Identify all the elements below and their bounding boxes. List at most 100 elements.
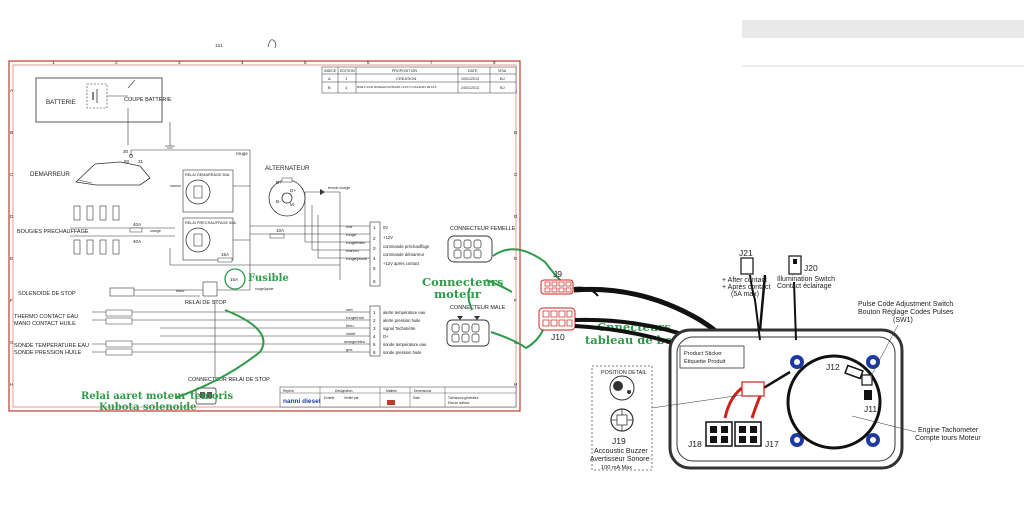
relai-stop-label: RELAI DE STOP [185, 300, 227, 306]
svg-text:6: 6 [373, 279, 376, 284]
svg-text:rouge/bleu: rouge/bleu [346, 240, 365, 245]
tb-h-repere: Repère [283, 389, 294, 393]
j21-text-2: + Après contact [722, 284, 771, 291]
sticker-label-1: Product Sticker [684, 351, 722, 357]
tb-f-surface: Etat de surface [448, 401, 470, 405]
j9-connector: J9 [540, 269, 574, 295]
rev-h-edition: EDITION [340, 69, 355, 73]
svg-text:noir: noir [346, 224, 353, 229]
svg-text:sonde température eau: sonde température eau [383, 342, 427, 347]
tb-f-tolerances: Tolérances générales [448, 396, 479, 400]
row-f-right: F [514, 298, 517, 303]
rev-a-indice: A [328, 76, 331, 81]
terminal-block-top: 1 noir 0V 2 rouge +12V 3 rouge/bleu comm… [346, 221, 430, 287]
fuse-40a-1: 40A [133, 222, 142, 227]
svg-text:5: 5 [373, 266, 376, 271]
bougies-label: BOUGIES PRECHAUFFAGE [17, 229, 89, 235]
rev-a-proposition: CREATION [396, 76, 416, 81]
svg-text:D+: D+ [383, 334, 389, 339]
column-numbers: 1 2 3 4 5 6 7 8 [52, 60, 496, 65]
mounting-holes [790, 355, 880, 447]
svg-text:1: 1 [373, 225, 376, 230]
svg-text:0V: 0V [383, 225, 388, 230]
row-f: F [10, 298, 13, 303]
sticker-label-2: Étiquette Produit [684, 358, 726, 365]
j20-text-1: Illumination Switch [777, 276, 835, 283]
rev-b-indice: B [328, 85, 331, 90]
top-mark [267, 39, 277, 49]
pulse-text-1: Pulse Code Adjustment Switch [858, 301, 953, 308]
pulse-text-3: (SW1) [893, 317, 913, 324]
j11-block [864, 390, 872, 400]
pulse-switch-callout: Pulse Code Adjustment Switch Bouton Régl… [858, 301, 954, 379]
j21-text-3: (5A max) [731, 291, 759, 298]
rev-a-visa: BJ [500, 76, 505, 81]
thermo-label-2: MANO CONTACT HUILE [14, 321, 76, 327]
brand-logo: nanni diesel [283, 398, 321, 405]
svg-text:3: 3 [373, 326, 376, 331]
stop-relay-connector: CONNECTEUR RELAI DE STOP [188, 377, 270, 405]
col-4: 4 [241, 60, 244, 65]
col-3: 3 [178, 60, 181, 65]
svg-text:vert: vert [346, 307, 354, 312]
svg-text:4: 4 [373, 256, 376, 261]
top-sheet-code: 121 [215, 43, 223, 48]
connecteurs-tableau-annotation-2: tableau de bord [585, 333, 686, 347]
tb-bottom-row-1: 1 vert alerte température eau [346, 307, 426, 315]
col-2: 2 [115, 60, 118, 65]
solenoide-label: SOLENOIDE DE STOP [18, 291, 76, 297]
svg-text:J18: J18 [688, 439, 702, 449]
svg-text:+12V après contact: +12V après contact [383, 261, 420, 266]
relai-annotation-1: Relai aaret moteur temoris [81, 391, 233, 402]
connecteur-male-label: CONNECTEUR MALE [450, 305, 506, 311]
rev-a-edition: 1 [345, 76, 348, 81]
tb-top-row-6: 6 [373, 279, 376, 284]
wire-blanc-label: blanc [176, 289, 185, 293]
rev-b-proposition: MISE A JOUR MODELES MOTEURS / AJOUT COUL… [357, 85, 437, 89]
svg-text:commande préchauffage: commande préchauffage [383, 244, 430, 249]
svg-text:violet: violet [346, 331, 356, 336]
connecteurs-moteur-annotation-1: Connecteurs [422, 275, 503, 289]
top-grey-strip [742, 20, 1024, 38]
relai-prechauffage-label: RELAI PRECHAUFFAGE 50A [185, 221, 236, 225]
battery-block: BATTERIE COUPE BATTERIE [35, 77, 175, 149]
starter-motor: DEMARREUR 30 50 31 rouge [30, 149, 250, 186]
j20-label: J20 [804, 263, 818, 273]
row-h: H [10, 382, 13, 387]
revision-table: INDICE EDITION PROPOSITION DATE VISA A 1… [321, 66, 517, 94]
tb-top-row-5: 5 rouge/jaune +12V après contact [346, 256, 420, 271]
row-c-right: C [514, 172, 518, 177]
row-c: C [10, 172, 14, 177]
connecteur-femelle-label: CONNECTEUR FEMELLE [450, 226, 516, 232]
buzzer-text-2: Avertisseur Sonore [590, 456, 650, 463]
connecteur-relai-stop-label: CONNECTEUR RELAI DE STOP [188, 377, 270, 383]
svg-text:signal Tachimètre: signal Tachimètre [383, 326, 416, 331]
tb-top-row-1: 1 noir 0V [346, 224, 388, 230]
col-8: 8 [493, 60, 496, 65]
alternateur-label: ALTERNATEUR [265, 165, 310, 172]
fuse-15a-circle-label: 15A [230, 277, 239, 282]
j17-connector: J17 [734, 421, 779, 449]
j20-text-2: Contact éclairage [777, 283, 832, 290]
j18-connector: J18 [688, 421, 733, 449]
relai-demarrage-label: RELAI DEMARRAGE 50A [185, 173, 230, 177]
sonde-label-1: SONDE TEMPERATURE EAU [14, 343, 89, 349]
tb-h-dimensions: Dimensions [414, 389, 432, 393]
tb-bottom-row-3: 3 bleu signal Tachimètre [346, 323, 416, 331]
fusible-annotation: Fusible [248, 273, 289, 284]
col-6: 6 [367, 60, 370, 65]
row-b: B [10, 130, 13, 135]
pulse-text-2: Bouton Réglage Codes Pulses [858, 309, 954, 316]
buzzer-detail: POSITION DETAIL J19 Accoustic Buzzer Ave… [590, 365, 743, 471]
svg-text:1: 1 [373, 310, 376, 315]
svg-text:commande démarreur: commande démarreur [383, 252, 425, 257]
rev-h-indice: INDICE [324, 69, 337, 73]
tb-bottom-row-4: 4 violet D+ [346, 331, 389, 339]
j20-connector: J20 Illumination Switch Contact éclairag… [777, 255, 835, 341]
col-7: 7 [430, 60, 433, 65]
sonde-label-2: SONDE PRESSION HUILE [14, 350, 82, 356]
wire-temoin-label: temoin charge [328, 186, 350, 190]
sensor-switches: THERMO CONTACT EAU MANO CONTACT HUILE SO… [14, 309, 133, 356]
wire-marron-label: marron [170, 184, 181, 188]
